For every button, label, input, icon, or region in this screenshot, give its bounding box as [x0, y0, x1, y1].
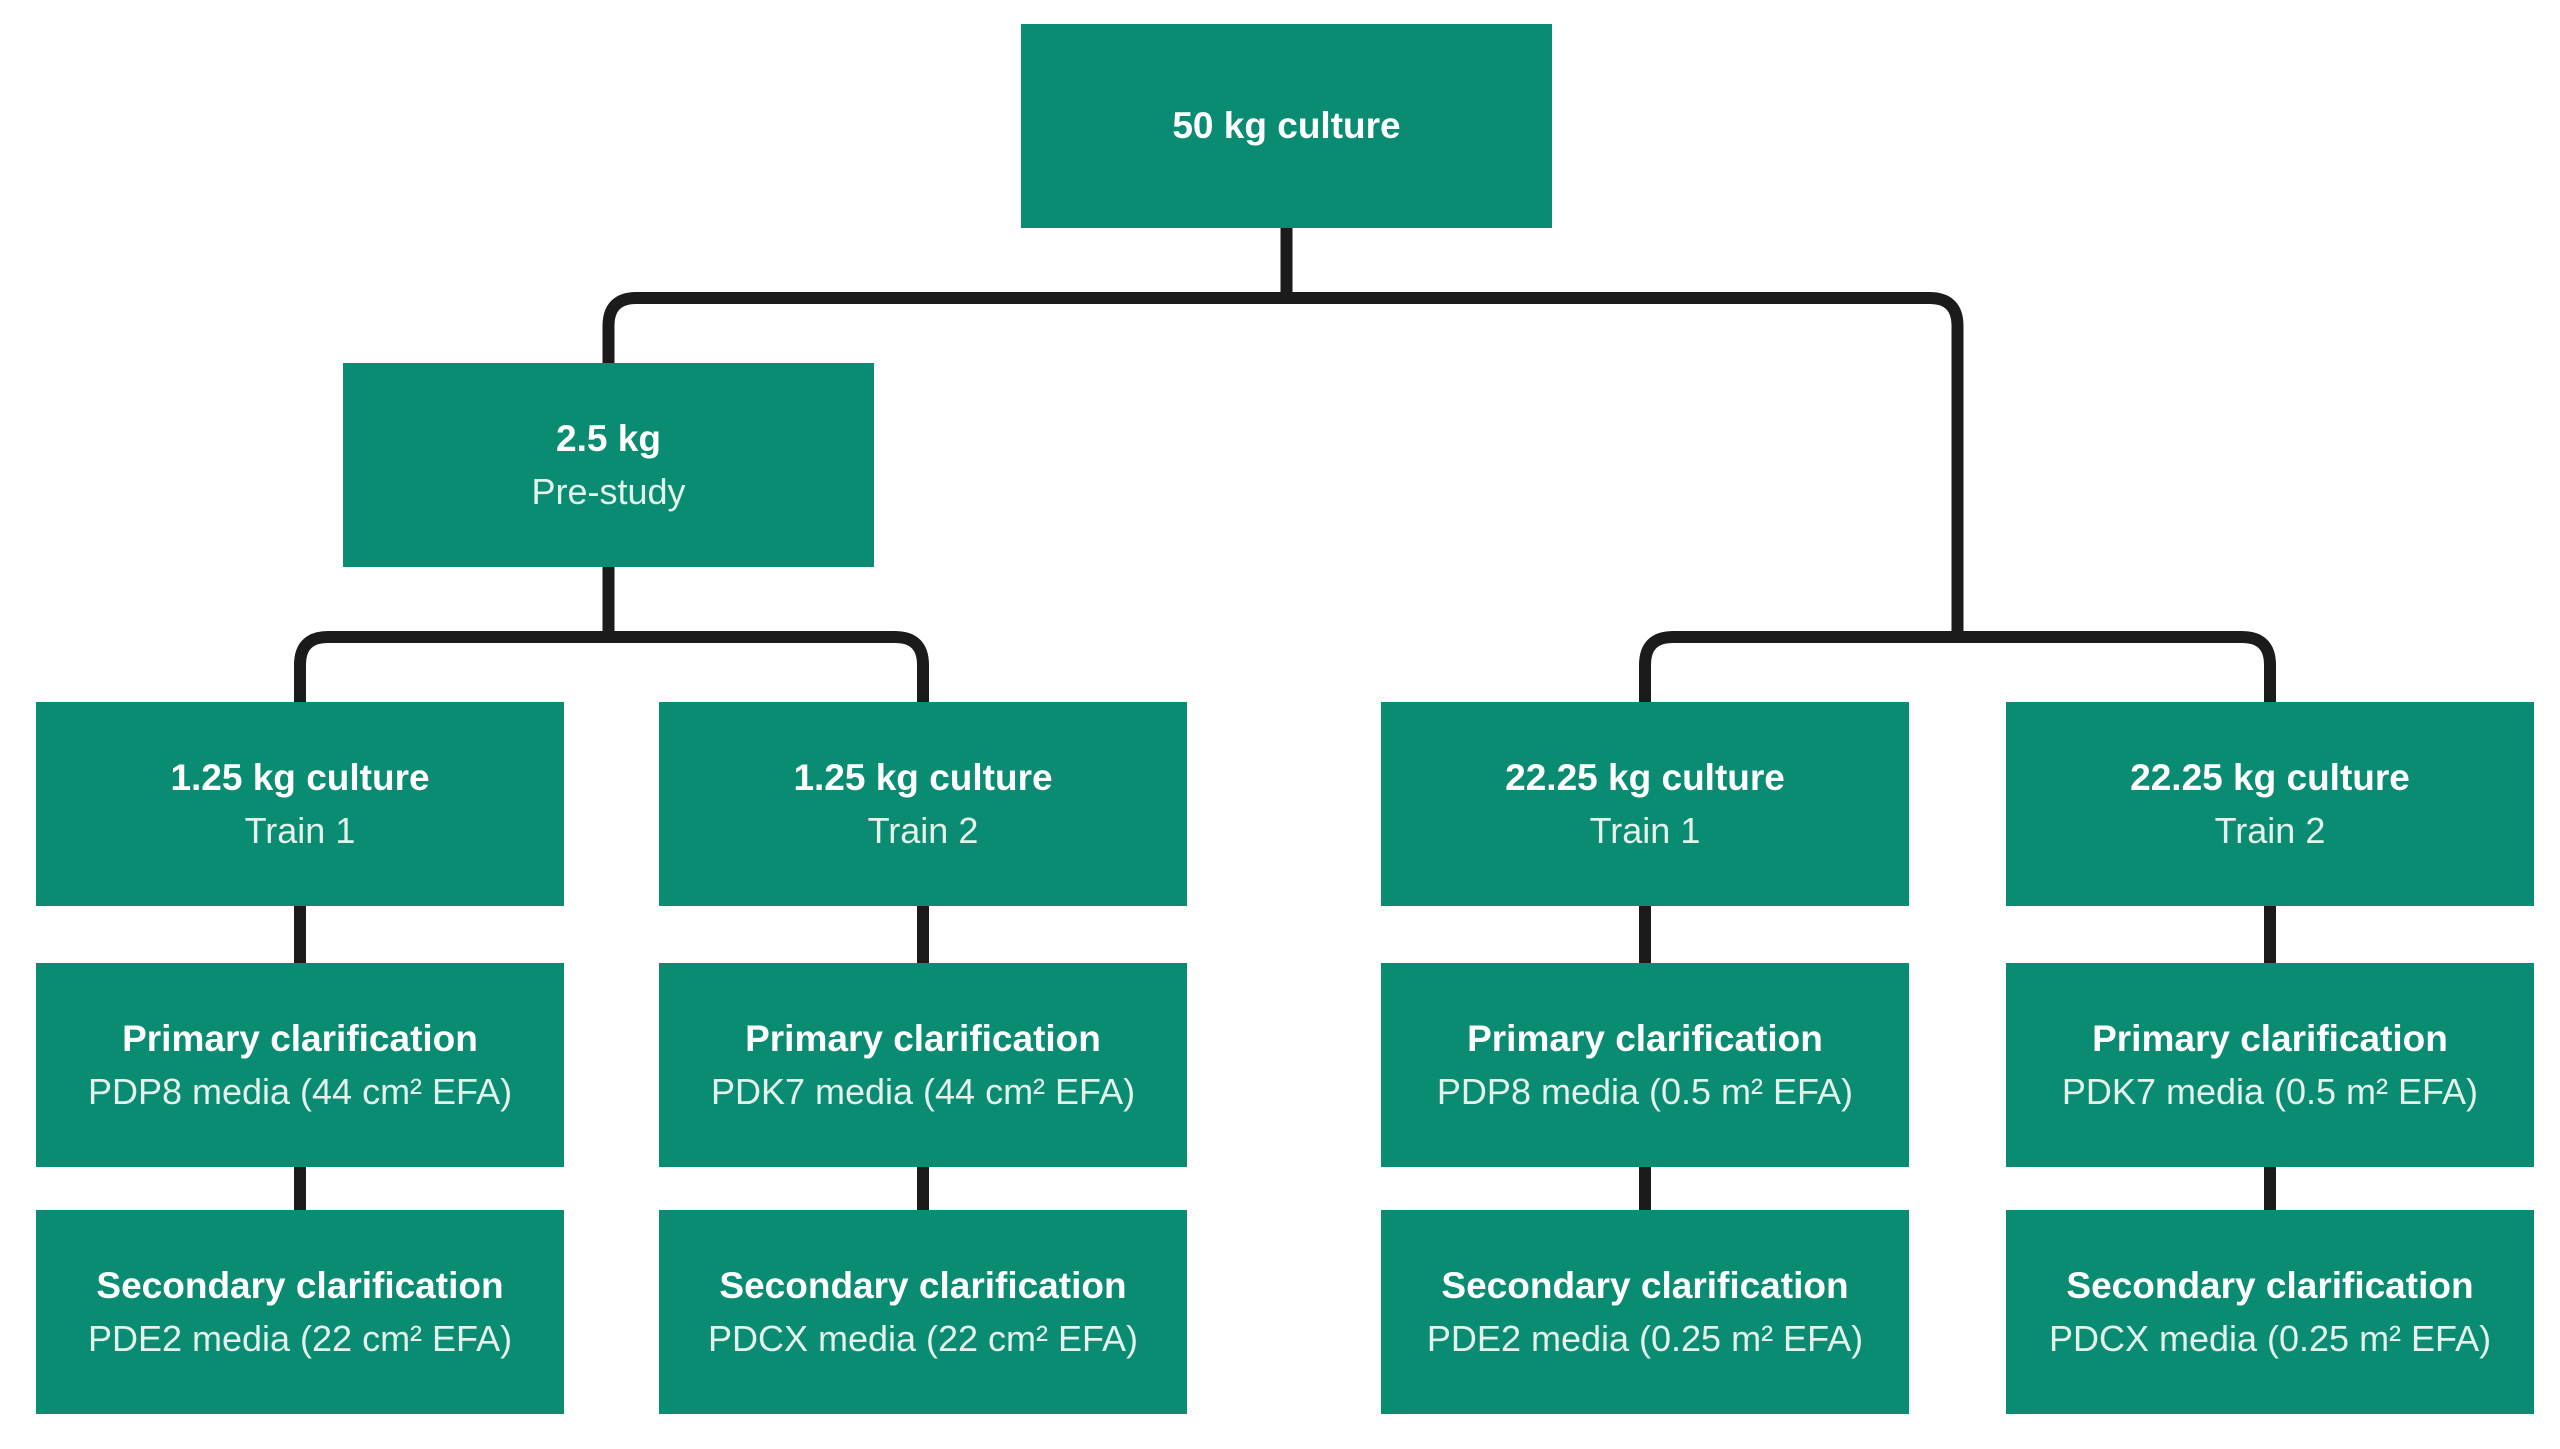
node-title: 1.25 kg culture	[170, 756, 430, 798]
node-primary-train1-small: Primary clarification PDP8 media (44 cm²…	[36, 963, 564, 1167]
node-secondary-train2-large: Secondary clarification PDCX media (0.25…	[2006, 1210, 2534, 1414]
connector-main-split	[602, 292, 1964, 643]
node-title: Primary clarification	[745, 1017, 1101, 1059]
node-title: Primary clarification	[2092, 1017, 2448, 1059]
node-title: Primary clarification	[122, 1017, 478, 1059]
node-primary-train2-small: Primary clarification PDK7 media (44 cm²…	[659, 963, 1187, 1167]
node-title: Secondary clarification	[96, 1264, 504, 1306]
node-secondary-train1-small: Secondary clarification PDE2 media (22 c…	[36, 1210, 564, 1414]
node-title: 1.25 kg culture	[793, 756, 1053, 798]
node-subtitle: PDK7 media (0.5 m² EFA)	[2061, 1070, 2479, 1112]
node-culture-train2-small: 1.25 kg culture Train 2	[659, 702, 1187, 906]
node-primary-train2-large: Primary clarification PDK7 media (0.5 m²…	[2006, 963, 2534, 1167]
node-primary-train1-large: Primary clarification PDP8 media (0.5 m²…	[1381, 963, 1909, 1167]
node-root-culture: 50 kg culture	[1021, 24, 1552, 228]
node-subtitle: PDE2 media (0.25 m² EFA)	[1426, 1317, 1864, 1359]
node-culture-train2-large: 22.25 kg culture Train 2	[2006, 702, 2534, 906]
node-secondary-train1-large: Secondary clarification PDE2 media (0.25…	[1381, 1210, 1909, 1414]
node-title: Secondary clarification	[719, 1264, 1127, 1306]
node-title: Primary clarification	[1467, 1017, 1823, 1059]
node-subtitle: Train 1	[244, 809, 356, 851]
node-subtitle: PDK7 media (44 cm² EFA)	[710, 1070, 1136, 1112]
connector-right-split	[1639, 631, 2276, 760]
node-subtitle: PDP8 media (44 cm² EFA)	[87, 1070, 513, 1112]
node-culture-train1-small: 1.25 kg culture Train 1	[36, 702, 564, 906]
node-subtitle: PDCX media (22 cm² EFA)	[707, 1317, 1139, 1359]
node-subtitle: PDCX media (0.25 m² EFA)	[2048, 1317, 2492, 1359]
node-title: Secondary clarification	[2066, 1264, 2474, 1306]
node-secondary-train2-small: Secondary clarification PDCX media (22 c…	[659, 1210, 1187, 1414]
node-culture-train1-large: 22.25 kg culture Train 1	[1381, 702, 1909, 906]
node-subtitle: PDP8 media (0.5 m² EFA)	[1436, 1070, 1854, 1112]
node-subtitle: Train 1	[1589, 809, 1701, 851]
node-prestudy: 2.5 kg Pre-study	[343, 363, 874, 567]
node-subtitle: Train 2	[2214, 809, 2326, 851]
node-subtitle: PDE2 media (22 cm² EFA)	[87, 1317, 513, 1359]
node-title: 2.5 kg	[556, 417, 661, 459]
node-subtitle: Pre-study	[531, 470, 686, 512]
node-title: 50 kg culture	[1172, 104, 1401, 146]
node-title: Secondary clarification	[1441, 1264, 1849, 1306]
node-title: 22.25 kg culture	[1505, 756, 1785, 798]
connector-left-split	[294, 631, 929, 760]
node-title: 22.25 kg culture	[2130, 756, 2410, 798]
node-subtitle: Train 2	[867, 809, 979, 851]
